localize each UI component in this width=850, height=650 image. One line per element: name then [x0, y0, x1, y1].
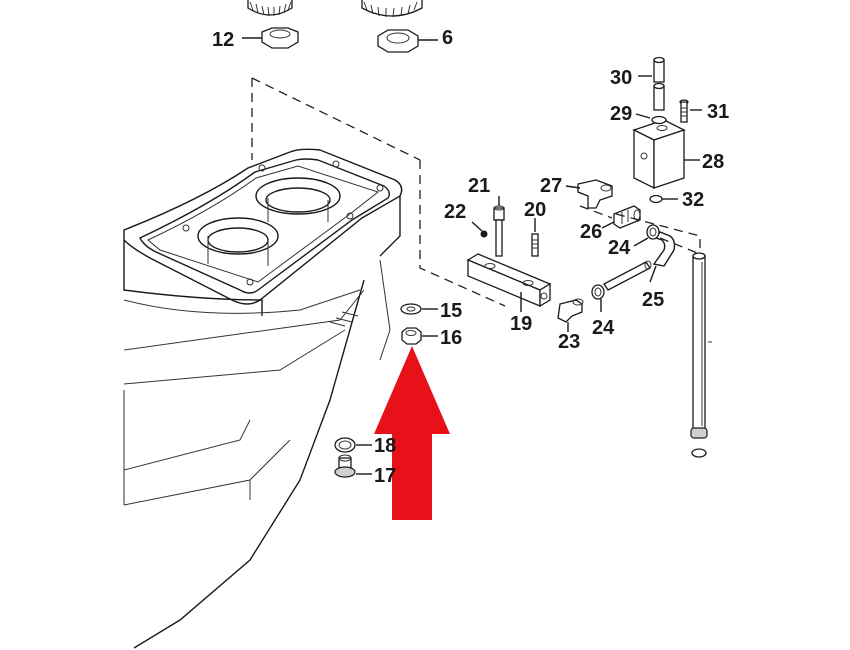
gearcase-housing	[123, 77, 506, 649]
pin-part-20	[531, 218, 539, 257]
tube-part-25	[649, 231, 676, 283]
callout-24-lower: 24	[592, 317, 615, 339]
o-ring-part-29	[635, 113, 667, 125]
callout-31: 31	[707, 101, 729, 123]
callout-25: 25	[642, 289, 664, 311]
callout-28: 28	[702, 151, 724, 173]
callout-29: 29	[610, 103, 632, 125]
bolt-part-21	[493, 196, 505, 257]
callout-21: 21	[468, 175, 490, 197]
callout-19: 19	[510, 313, 532, 335]
callout-12: 12	[212, 29, 234, 51]
seal-part-24-upper	[633, 224, 660, 247]
callout-27: 27	[540, 175, 562, 197]
red-up-arrow-icon	[374, 346, 450, 520]
nut-part-6	[377, 29, 438, 53]
block-part-19	[466, 253, 552, 312]
callout-32: 32	[682, 189, 704, 211]
callout-23: 23	[558, 331, 580, 353]
seal-part-24-lower	[591, 284, 605, 312]
water-tube-rod	[690, 252, 712, 458]
plug-part-17	[334, 454, 372, 478]
callout-26: 26	[580, 221, 602, 243]
callout-22: 22	[444, 201, 466, 223]
callout-15: 15	[440, 300, 462, 322]
gear-right	[361, 0, 423, 18]
callout-17: 17	[374, 465, 396, 487]
fitting-part-26	[601, 205, 641, 229]
callout-6: 6	[442, 27, 453, 49]
screw-part-31	[679, 99, 702, 123]
callout-18: 18	[374, 435, 396, 457]
callout-24-upper: 24	[608, 237, 631, 259]
ball-part-22	[471, 221, 488, 238]
callout-20: 20	[524, 199, 546, 221]
nut-part-16	[401, 327, 438, 345]
callout-30: 30	[610, 67, 632, 89]
elbow-part-27	[565, 179, 613, 209]
washer-part-15	[400, 303, 438, 315]
valve-block-part-28	[632, 119, 700, 190]
tube-segment	[603, 260, 652, 291]
fitting-part-23	[557, 298, 584, 332]
gear-left	[247, 0, 293, 17]
seal-part-18	[334, 437, 372, 453]
pin-part-30	[638, 56, 665, 111]
o-ring-part-32	[649, 194, 678, 204]
nut-part-12	[242, 27, 299, 49]
callout-16: 16	[440, 327, 462, 349]
